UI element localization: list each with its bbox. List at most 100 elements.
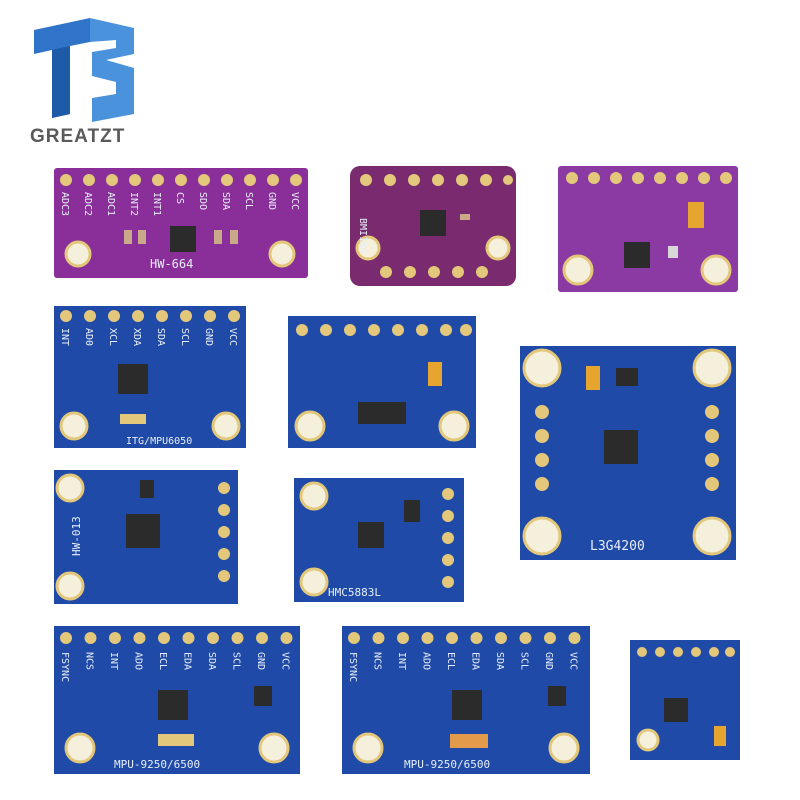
pin-label: SCL <box>179 328 190 346</box>
header-pin-pad <box>109 632 121 644</box>
pin-label: SCL <box>519 652 530 670</box>
header-pin-pad <box>106 174 118 186</box>
sensor-board-mpu6050: INT AD0 XCL XDA SDA SCL GND VCC ITG/MPU6050 <box>54 306 246 448</box>
pin-label: ECL <box>157 652 168 670</box>
pin-label: NCS <box>372 652 383 670</box>
tz-logo-mark <box>34 18 134 122</box>
board-model-label: L3G4200 <box>590 539 645 554</box>
pin-label: EDA <box>182 652 193 670</box>
pin-label: SDA <box>220 192 231 210</box>
header-pin-pad <box>180 310 192 322</box>
header-pin-pad <box>60 632 72 644</box>
brand-logo <box>30 14 138 148</box>
pin-label: FSYNC <box>59 652 70 682</box>
pin-label: VCC <box>568 652 579 670</box>
header-pin-pad <box>204 310 216 322</box>
pin-label: EDA <box>470 652 481 670</box>
header-pin-pad <box>158 632 170 644</box>
board-model-label: ITG/MPU6050 <box>126 436 192 447</box>
pin-label: INT <box>59 328 70 346</box>
header-pin-pad <box>221 174 233 186</box>
pin-label: GND <box>543 652 554 670</box>
header-pin-pad <box>175 174 187 186</box>
header-pin-pad <box>244 174 256 186</box>
board-model-label: MPU-9250/6500 <box>404 758 490 771</box>
header-pin-pad <box>132 310 144 322</box>
header-pin-pad <box>60 310 72 322</box>
header-pin-pad <box>290 174 302 186</box>
header-pin-pad <box>231 632 244 644</box>
pin-label: INT2 <box>128 192 139 216</box>
board-model-label: BMI160 <box>357 218 368 254</box>
header-pin-pad <box>156 310 168 322</box>
pin-label: ADC1 <box>105 192 116 216</box>
pin-label: ADC2 <box>82 192 93 216</box>
pin-label: NCS <box>84 652 95 670</box>
header-pin-pad <box>228 310 240 322</box>
header-pin-pad <box>133 632 146 644</box>
sensor-board-mpu9250-b: FSYNC NCS INT ADO ECL EDA SDA SCL GND VCC MPU-925… <box>342 626 590 774</box>
header-pin-pad <box>84 310 96 322</box>
pin-label: INT1 <box>151 192 162 216</box>
header-pin-pad <box>129 174 141 186</box>
pin-label: GND <box>255 652 266 670</box>
pin-label: ECL <box>445 652 456 670</box>
pin-label: ADO <box>421 652 432 670</box>
header-pin-pad <box>207 632 219 644</box>
header-pin-pad <box>568 632 581 644</box>
sensor-board-purple-3 <box>558 166 738 292</box>
pin-label: GND <box>266 192 277 210</box>
pin-label: SCL <box>231 652 242 670</box>
header-pin-pad <box>544 632 556 644</box>
pin-label: CS <box>174 192 185 204</box>
board-model-label: HMC5883L <box>328 586 381 599</box>
pin-label: INT <box>396 652 407 670</box>
header-pin-pad <box>182 632 195 644</box>
pin-label: VCC <box>289 192 300 210</box>
header-pin-pad <box>256 632 268 644</box>
sensor-board-l3g4200: L3G4200 <box>520 346 736 560</box>
pin-label: AD0 <box>83 328 94 346</box>
sensor-board-hmc5883l: HMC5883L <box>294 478 464 602</box>
pin-label: INT <box>108 652 119 670</box>
header-pin-pad <box>470 632 483 644</box>
header-pin-pad <box>83 174 95 186</box>
pin-label: FSYNC <box>347 652 358 682</box>
pin-label: XCL <box>107 328 118 346</box>
header-pin-pad <box>84 632 97 644</box>
header-pin-pad <box>421 632 434 644</box>
sensor-board-hw664: ADC3 ADC2 ADC1 INT2 INT1 CS SDO SDA SCL GND VCC HW… <box>54 168 308 278</box>
header-pin-pad <box>60 174 72 186</box>
sensor-board-blue-5 <box>288 316 476 448</box>
sensor-board-small <box>630 640 740 760</box>
header-pin-pad <box>198 174 210 186</box>
header-pin-pad <box>446 632 458 644</box>
header-pin-pad <box>152 174 164 186</box>
pin-label: VCC <box>280 652 291 670</box>
sensor-board-hw013: HW-013 <box>54 470 238 604</box>
header-pin-pad <box>348 632 360 644</box>
header-pin-pad <box>267 174 279 186</box>
header-pin-pad <box>372 632 385 644</box>
pin-label: SDA <box>206 652 217 670</box>
header-pin-pad <box>108 310 120 322</box>
board-model-label: MPU-9250/6500 <box>114 758 200 771</box>
pin-label: SDO <box>197 192 208 210</box>
pin-label: ADO <box>133 652 144 670</box>
pin-label: ADC3 <box>59 192 70 216</box>
header-pin-pad <box>495 632 507 644</box>
pin-label: VCC <box>227 328 238 346</box>
pin-label: SDA <box>155 328 166 346</box>
board-model-label: HW-664 <box>150 257 193 271</box>
header-pin-pad <box>397 632 409 644</box>
sensor-board-mpu9250-a: FSYNC NCS INT ADO ECL EDA SDA SCL GND VCC MPU-925… <box>54 626 300 774</box>
pin-label: XDA <box>131 328 142 346</box>
board-model-label: HW-013 <box>70 516 83 556</box>
header-pin-pad <box>280 632 293 644</box>
pin-label: SCL <box>243 192 254 210</box>
pin-label: SDA <box>494 652 505 670</box>
pin-label: GND <box>203 328 214 346</box>
sensor-board-bmi160: BMI160 <box>350 166 516 286</box>
brand-name: GREATZT <box>30 126 126 147</box>
header-pin-pad <box>519 632 532 644</box>
